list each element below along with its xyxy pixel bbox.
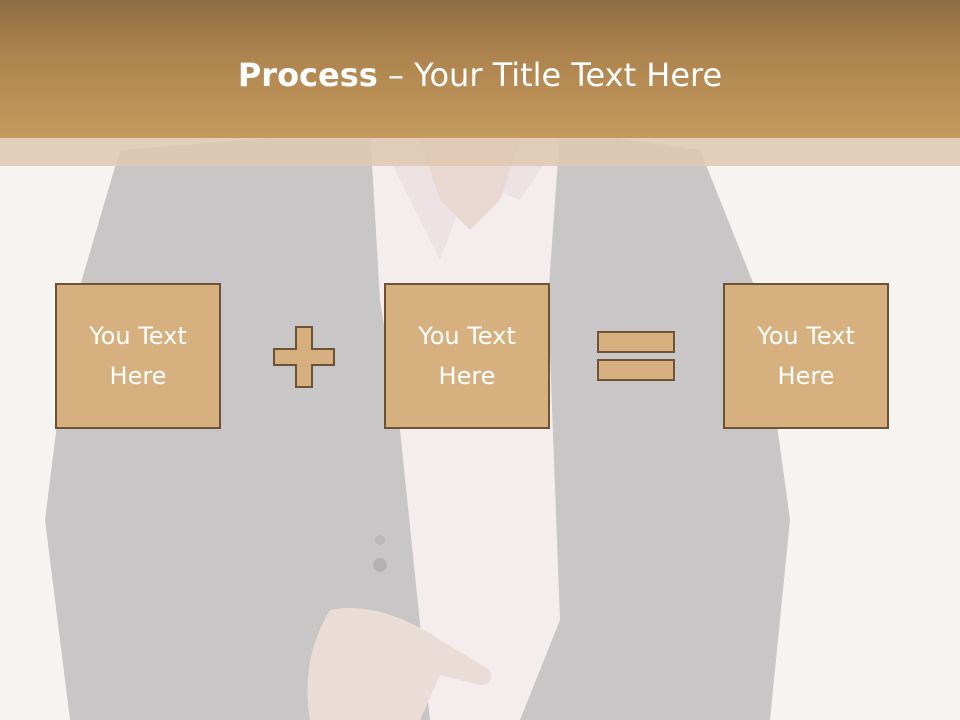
process-box-2[interactable]: You Text Here bbox=[384, 283, 550, 429]
jacket-button bbox=[375, 535, 385, 545]
process-box-3[interactable]: You Text Here bbox=[723, 283, 889, 429]
process-box-3-text: You Text Here bbox=[757, 322, 855, 390]
process-box-1-text: You Text Here bbox=[89, 322, 187, 390]
process-box-1[interactable]: You Text Here bbox=[55, 283, 221, 429]
title-band bbox=[0, 138, 960, 166]
title-rest: – Your Title Text Here bbox=[377, 56, 723, 94]
hand-shape bbox=[307, 608, 492, 720]
collar-shape bbox=[380, 140, 560, 260]
slide-title: Process – Your Title Text Here bbox=[0, 52, 960, 98]
title-bold: Process bbox=[237, 56, 378, 94]
process-box-2-text: You Text Here bbox=[418, 322, 516, 390]
plus-icon bbox=[273, 326, 335, 388]
equals-icon bbox=[597, 331, 675, 381]
equals-bar-bottom bbox=[597, 359, 675, 381]
equals-bar-top bbox=[597, 331, 675, 353]
title-bar bbox=[0, 0, 960, 138]
jacket-button bbox=[373, 558, 387, 572]
